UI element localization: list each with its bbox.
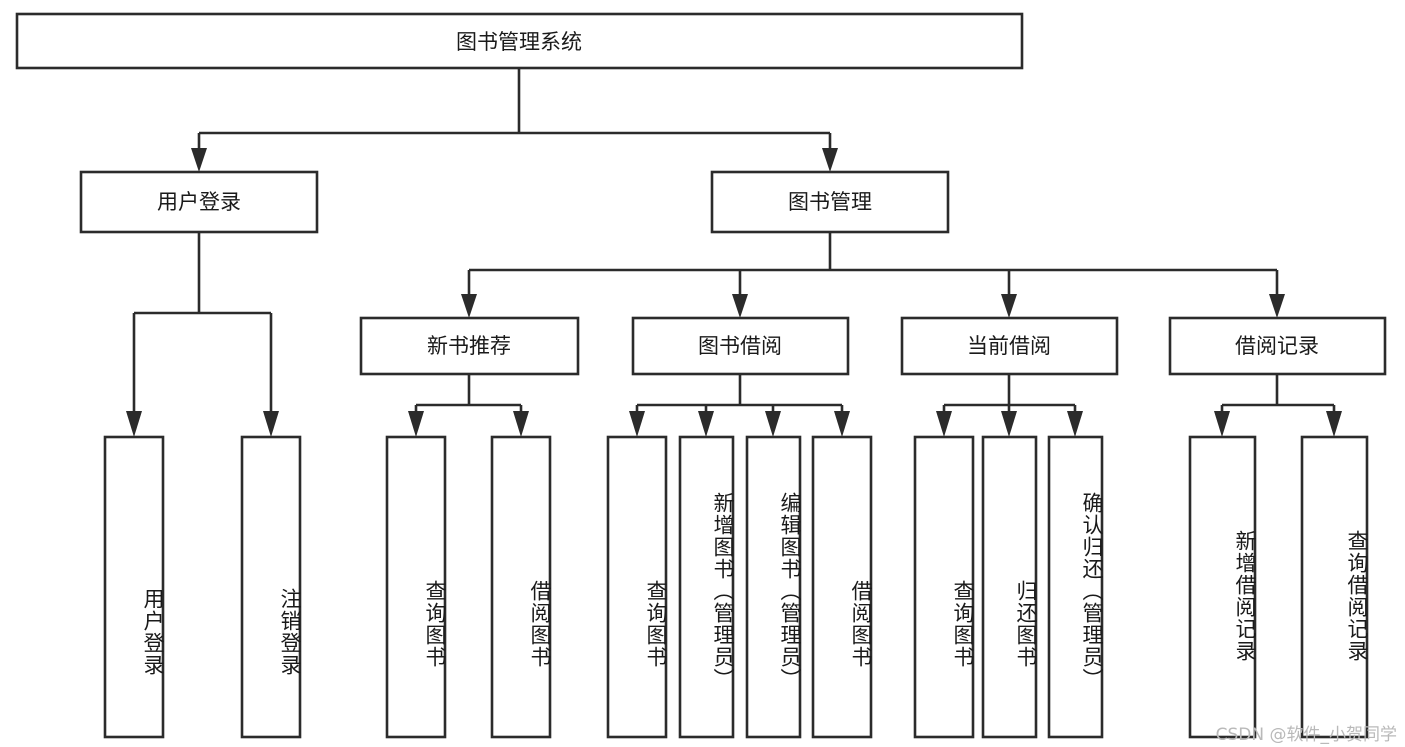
connector-group [126, 68, 1342, 437]
node-leaf-confirm-return[interactable] [1047, 435, 1104, 739]
node-leaf-user-logout[interactable] [240, 435, 302, 739]
node-leaf-borrow-book-2[interactable] [811, 435, 873, 739]
arrow-head-leaf-borrow-book-2 [834, 411, 850, 437]
arrow-head-leaf-confirm-return [1067, 411, 1083, 437]
node-current-borrow[interactable] [900, 316, 1119, 376]
node-leaf-query-book-1[interactable] [385, 435, 447, 739]
node-leaf-add-record[interactable] [1188, 435, 1257, 739]
arrow-head-book-manage [822, 148, 838, 172]
node-user-login-label: 用户登录 [157, 190, 241, 214]
node-borrow-record-label: 借阅记录 [1235, 334, 1319, 358]
node-user-login[interactable] [79, 170, 319, 234]
arrow-head-leaf-add-book [698, 411, 714, 437]
arrow-head-leaf-add-record [1214, 411, 1230, 437]
arrow-head-leaf-query-record [1326, 411, 1342, 437]
arrow-head-book-borrow [732, 294, 748, 318]
arrow-head-borrow-record [1269, 294, 1285, 318]
arrow-head-current-borrow [1001, 294, 1017, 318]
node-root-label: 图书管理系统 [456, 30, 582, 54]
arrow-head-new-book-rec [461, 294, 477, 318]
arrow-head-user-login [191, 148, 207, 172]
arrow-head-leaf-user-login [126, 411, 142, 437]
node-book-manage[interactable] [710, 170, 950, 234]
node-new-book-rec[interactable] [359, 316, 580, 376]
node-leaf-query-book-2[interactable] [606, 435, 668, 739]
node-leaf-return-book[interactable] [981, 435, 1038, 739]
node-new-book-rec-label: 新书推荐 [427, 334, 511, 358]
arrow-head-leaf-user-logout [263, 411, 279, 437]
node-current-borrow-label: 当前借阅 [967, 334, 1051, 358]
arrow-head-leaf-edit-book [765, 411, 781, 437]
csdn-watermark: CSDN @软件_小贺同学 [1215, 725, 1397, 745]
node-book-manage-label: 图书管理 [788, 190, 872, 214]
arrow-head-leaf-return-book [1001, 411, 1017, 437]
node-box-group: 图书管理系统 用户登录 图书管理 新书推荐 图书借阅 当前借阅 借阅记录 [15, 12, 1387, 739]
node-leaf-query-record[interactable] [1300, 435, 1369, 739]
node-root[interactable] [15, 12, 1024, 70]
node-leaf-query-book-3[interactable] [913, 435, 975, 739]
node-book-borrow[interactable] [631, 316, 850, 376]
node-leaf-borrow-book-1[interactable] [490, 435, 552, 739]
arrow-head-leaf-query-book-1 [408, 411, 424, 437]
node-book-borrow-label: 图书借阅 [698, 334, 782, 358]
node-borrow-record[interactable] [1168, 316, 1387, 376]
arrow-head-leaf-borrow-book-1 [513, 411, 529, 437]
node-leaf-user-login[interactable] [103, 435, 165, 739]
arrow-head-leaf-query-book-2 [629, 411, 645, 437]
arrow-head-leaf-query-book-3 [936, 411, 952, 437]
node-leaf-add-book[interactable] [678, 435, 735, 739]
node-leaf-edit-book[interactable] [745, 435, 802, 739]
